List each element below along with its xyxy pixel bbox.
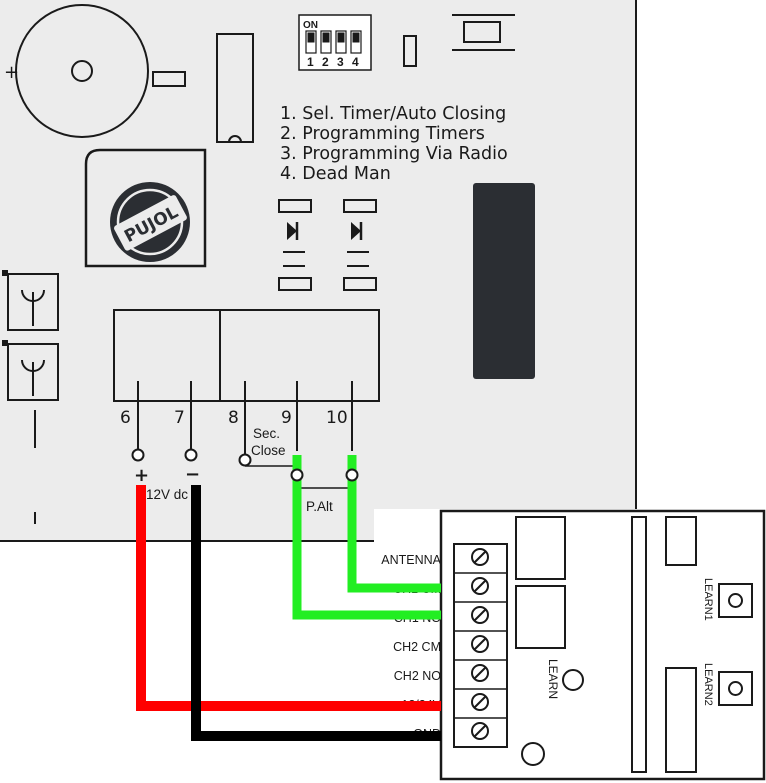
board-outline — [0, 0, 636, 541]
relay-bottom — [2, 340, 59, 401]
learn-label: LEARN — [546, 659, 560, 699]
dip-function-4: 4. Dead Man — [280, 164, 391, 184]
receiver-relay-1 — [515, 516, 566, 580]
dip-function-3: 3. Programming Via Radio — [280, 144, 508, 164]
wire-red-12-24v — [136, 485, 441, 711]
wires — [136, 455, 441, 741]
learn1-button[interactable] — [718, 583, 753, 618]
label-ch2-no: CH2 NO — [394, 669, 442, 683]
receiver-relay-2 — [515, 585, 566, 649]
dip-number-2: 2 — [322, 55, 329, 69]
sec-close-line2: Close — [251, 443, 286, 458]
dip-on-label: ON — [303, 20, 318, 31]
receiver-board: ANTENNA CH1 CM CH1 NO CH2 CM CH2 NO 12/2… — [374, 509, 766, 783]
dip-switch: ON 1 2 3 4 — [298, 14, 372, 71]
relay-top — [2, 270, 59, 331]
learn2-label: LEARN2 — [702, 663, 714, 706]
receiver-terminal-strip — [453, 543, 508, 748]
learn-button[interactable] — [562, 669, 584, 691]
diode-pair-right — [343, 199, 377, 291]
dip-number-1: 1 — [307, 55, 314, 69]
small-component — [403, 35, 417, 67]
wire-green-ch1-cm — [347, 455, 441, 593]
diode-pair-left — [278, 199, 312, 291]
mounting-hole — [521, 742, 545, 766]
terminal-6: 6 — [120, 408, 131, 428]
terminal-block: 6 7 8 9 10 + − Sec. Close P.Alt 12V dc — [113, 309, 380, 514]
receiver-component-bottom — [665, 667, 697, 773]
p-alt-label: P.Alt — [306, 499, 333, 514]
voltage-label: 12V dc — [146, 487, 188, 502]
antenna-strip — [631, 516, 647, 773]
dip-number-3: 3 — [337, 55, 344, 69]
dip-number-4: 4 — [352, 55, 359, 69]
sec-close-line1: Sec. — [253, 426, 280, 441]
terminal-10: 10 — [326, 408, 348, 428]
terminal-10-post — [345, 468, 359, 482]
receiver-component-top — [665, 516, 697, 566]
learn2-button[interactable] — [718, 671, 753, 706]
push-button — [452, 14, 515, 51]
plus-mark: + — [4, 62, 19, 83]
terminal-7: 7 — [174, 408, 185, 428]
dip-function-1: 1. Sel. Timer/Auto Closing — [280, 104, 506, 124]
terminal-8: 8 — [228, 408, 239, 428]
pujol-logo: PUJOL — [84, 148, 207, 268]
resistor — [152, 71, 186, 87]
dip-function-2: 2. Programming Timers — [280, 124, 485, 144]
ic-chip — [216, 33, 254, 143]
polarity-plus: + — [134, 465, 149, 486]
terminal-9: 9 — [281, 408, 292, 428]
wire-black-gnd — [191, 485, 441, 741]
receiver-slot — [473, 183, 535, 379]
buzzer: + — [4, 4, 149, 138]
control-board: + ON 1 2 3 4 — [0, 0, 637, 542]
polarity-minus: − — [185, 464, 200, 485]
label-antenna: ANTENNA — [381, 553, 441, 567]
wire-green-ch1-no — [292, 455, 441, 620]
label-ch2-cm: CH2 CM — [393, 640, 441, 654]
learn1-label: LEARN1 — [702, 578, 714, 621]
terminal-9-post — [290, 468, 304, 482]
dip-function-list: 1. Sel. Timer/Auto Closing 2. Programmin… — [280, 104, 508, 184]
